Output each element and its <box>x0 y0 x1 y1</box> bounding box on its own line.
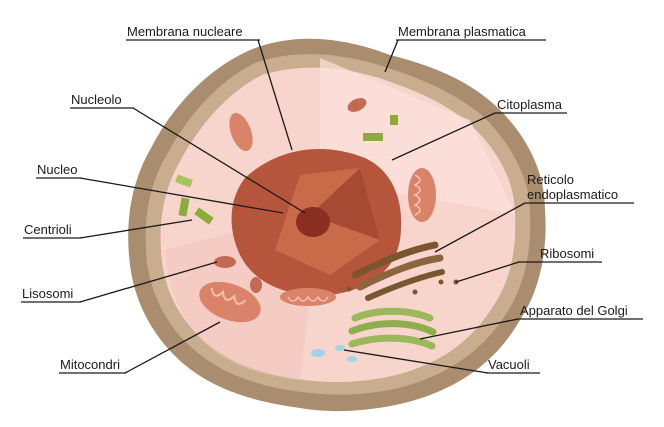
vacuole-2 <box>335 345 345 351</box>
vacuole-3 <box>347 356 357 362</box>
lysosome-1 <box>214 256 236 268</box>
label-membrana-nucleare: Membrana nucleare <box>126 24 260 40</box>
vacuole-1 <box>311 349 325 357</box>
label-text: Apparato del Golgi <box>520 303 628 318</box>
mitochondrion-2 <box>280 288 336 306</box>
label-lisosomi: Lisosomi <box>21 286 81 302</box>
nucleolus <box>296 207 330 237</box>
centriole-4 <box>363 133 383 141</box>
label-reticolo-endoplasmatico: Reticolo endoplasmatico <box>525 172 634 203</box>
centriole-5 <box>390 115 398 125</box>
ribosome-2 <box>413 290 418 295</box>
label-text: Mitocondri <box>60 357 120 372</box>
ribosome-1 <box>439 280 444 285</box>
label-centrioli: Centrioli <box>23 222 81 238</box>
label-membrana-plasmatica: Membrana plasmatica <box>396 24 546 40</box>
lysosome-2 <box>250 277 262 293</box>
label-text-line1: Reticolo <box>527 172 574 187</box>
mitochondrion-3 <box>408 168 436 222</box>
label-text: Nucleo <box>37 162 77 177</box>
label-text: Membrana nucleare <box>127 24 243 39</box>
label-text: Citoplasma <box>497 97 563 112</box>
label-nucleolo: Nucleolo <box>70 92 134 108</box>
label-text: Nucleolo <box>71 92 122 107</box>
label-nucleo: Nucleo <box>36 162 81 178</box>
label-text: Centrioli <box>24 222 72 237</box>
label-text: Lisosomi <box>22 286 73 301</box>
label-mitocondri: Mitocondri <box>59 357 126 373</box>
label-apparato-golgi: Apparato del Golgi <box>518 303 643 319</box>
label-text: Membrana plasmatica <box>398 24 527 39</box>
label-vacuoli: Vacuoli <box>486 357 540 373</box>
ribosome-3 <box>347 287 352 292</box>
label-citoplasma: Citoplasma <box>495 97 567 113</box>
label-text: Vacuoli <box>488 357 530 372</box>
label-text: Ribosomi <box>540 246 594 261</box>
label-text-line2: endoplasmatico <box>527 187 618 202</box>
